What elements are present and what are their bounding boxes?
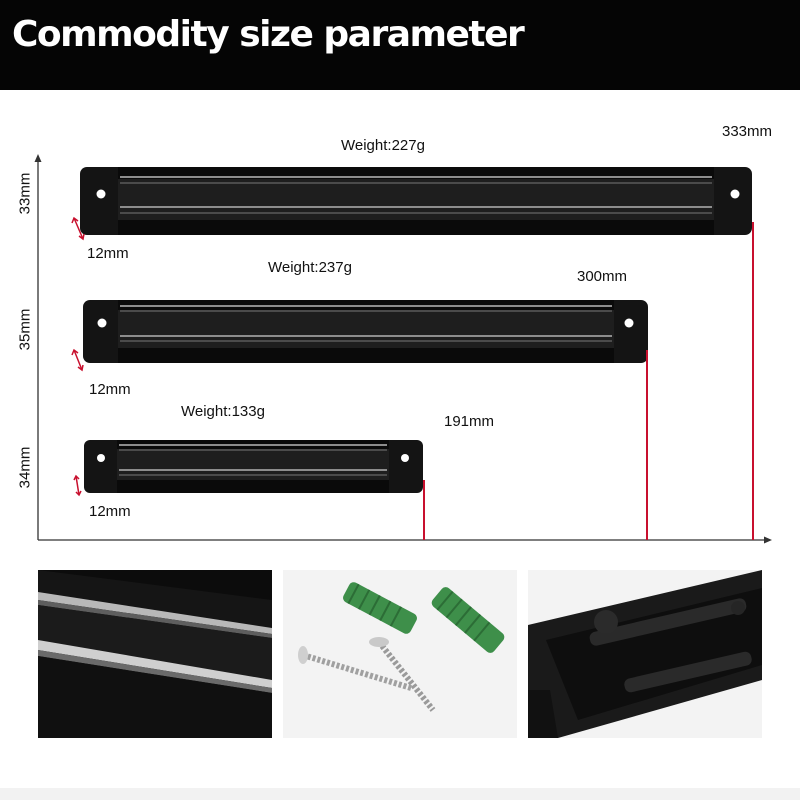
rack-back-side-icon [528,570,762,738]
depth-label-small: 12mm [89,503,131,520]
weight-label-large: Weight:227g [341,137,425,154]
length-markers [423,222,754,540]
photo-accessories [283,570,517,738]
axes [34,154,772,544]
weight-label-medium: Weight:237g [268,259,352,276]
height-label-small: 34mm [16,446,34,489]
length-label-small: 191mm [444,413,495,430]
rack-medium [83,300,648,363]
height-label-large: 33mm [16,172,34,215]
rack-large [80,167,752,235]
magnetic-strip-closeup-icon [38,570,272,738]
page-title: Commodity size parameter [12,14,525,55]
depth-label-large: 12mm [87,245,129,262]
weight-label-small: Weight:133g [181,403,265,420]
length-label-medium: 300mm [577,268,628,285]
wall-plugs-and-screws-icon [283,570,517,738]
length-label-large: 333mm [722,123,773,140]
photo-rack-back [528,570,762,738]
size-diagram: Weight:227g 333mm 33mm 12mm Weight:237g … [0,90,800,555]
header-banner: Commodity size parameter [0,0,800,90]
height-label-medium: 35mm [16,308,34,351]
rack-small [84,440,423,493]
depth-arrows [71,216,85,497]
photo-magnet-closeup [38,570,272,738]
bottom-strip [0,788,800,800]
depth-label-medium: 12mm [89,381,131,398]
dimension-drawing [34,154,772,544]
